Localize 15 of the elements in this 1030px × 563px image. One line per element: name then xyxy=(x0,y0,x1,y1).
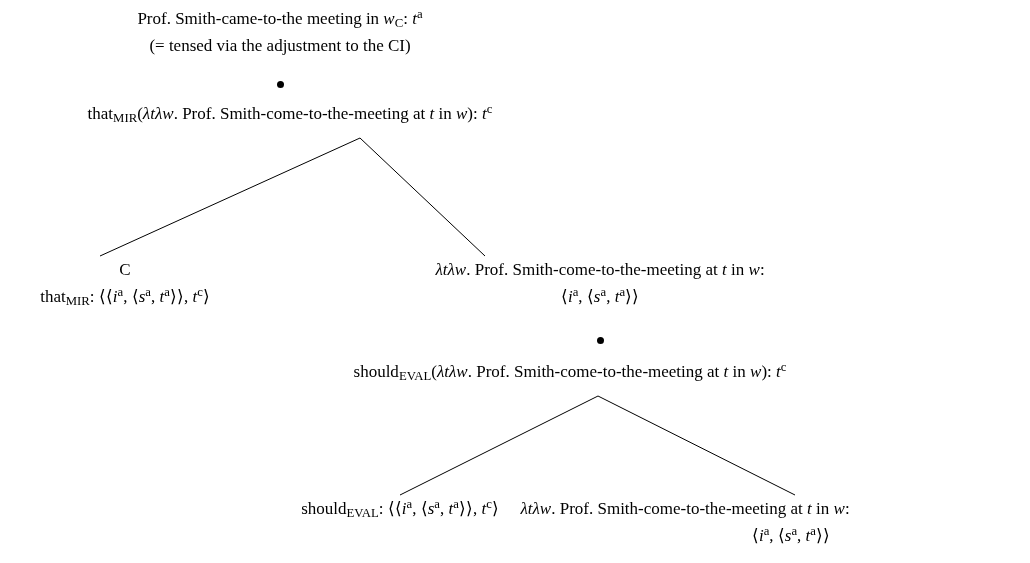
formula-text: C xyxy=(119,259,131,281)
tree-branch-line xyxy=(359,137,486,257)
tree-branch-line xyxy=(99,137,361,257)
formula-text: ⟨i$^{a}$, ⟨s$^{a}$, t$^{a}$⟩⟩ xyxy=(751,522,830,547)
tree-branch-line xyxy=(399,395,599,496)
formula-text: that$_{MIR}$: ⟨⟨i$^{a}$, ⟨s$^{a}$, t$^{a}$⟩⟩, t$^{c}$⟩ xyxy=(40,283,210,310)
formula-text: Prof. Smith-came-to-the meeting in w$_{C}$: t$^{a}$ xyxy=(137,5,423,32)
formula-text: λtλw. Prof. Smith-come-to-the-meeting at tin w: xyxy=(435,259,765,281)
formula-text: should$_{EVAL}$(λtλw. Prof. Smith-come-to-the-meeting at tin w): t$^{c}$ xyxy=(353,358,787,385)
formula-text: λtλw. Prof. Smith-come-to-the-meeting at tin w: xyxy=(520,498,850,520)
formula-text: ⟨i$^{a}$, ⟨s$^{a}$, t$^{a}$⟩⟩ xyxy=(560,283,640,308)
formula-text: (= tensed via the adjustment to the CI) xyxy=(149,35,411,57)
formula-text: should$_{EVAL}$: ⟨⟨i$^{a}$, ⟨s$^{a}$, t$^{a}$⟩⟩, t$^{c}$⟩ xyxy=(301,495,499,522)
tree-branch-line xyxy=(597,395,796,496)
formula-text: that$_{MIR}$(λtλw. Prof. Smith-come-to-the-meeting at tin w): t$^{c}$ xyxy=(87,100,493,127)
